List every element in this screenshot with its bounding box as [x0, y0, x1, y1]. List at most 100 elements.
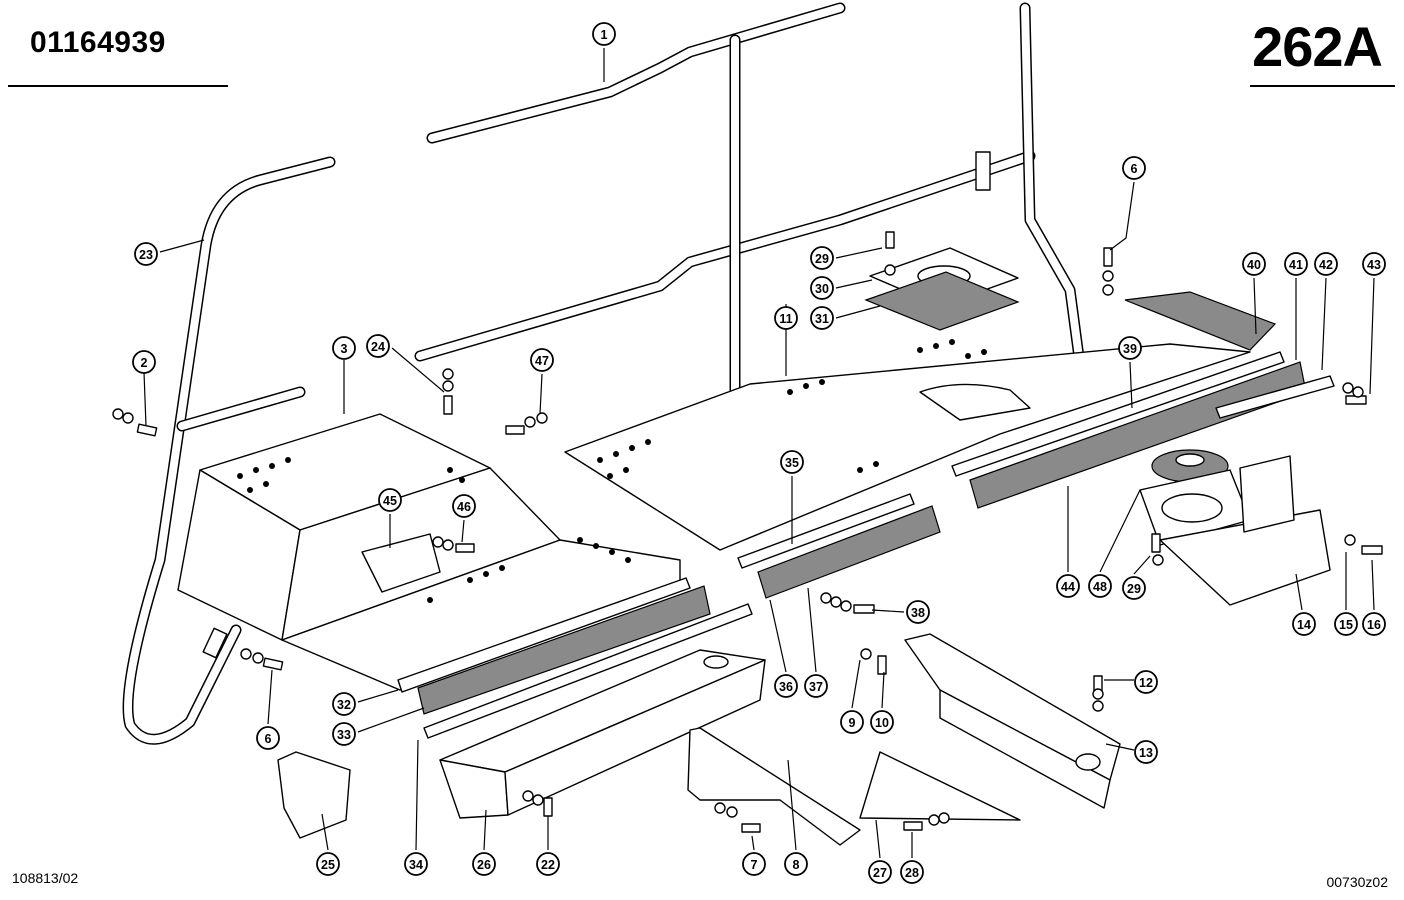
callout-8: 8 — [784, 852, 808, 876]
callout-circle — [530, 348, 554, 372]
callout-30: 30 — [810, 276, 834, 300]
callout-circle — [774, 306, 798, 330]
callout-circle — [810, 276, 834, 300]
callout-label: 29 — [815, 252, 829, 266]
callout-label: 10 — [875, 716, 889, 730]
callout-circle — [536, 852, 560, 876]
callout-37: 37 — [804, 674, 828, 698]
callout-42: 42 — [1314, 252, 1338, 276]
callout-16: 16 — [1362, 612, 1386, 636]
callout-39: 39 — [1118, 336, 1142, 360]
callout-label: 1 — [601, 28, 608, 42]
callout-circle — [1292, 612, 1316, 636]
callout-circle — [316, 852, 340, 876]
callout-circle — [378, 488, 402, 512]
callout-label: 39 — [1123, 342, 1137, 356]
callout-label: 32 — [337, 698, 351, 712]
callout-28: 28 — [900, 860, 924, 884]
callout-label: 38 — [911, 606, 925, 620]
callout-circle — [870, 710, 894, 734]
callout-label: 11 — [779, 312, 792, 326]
callout-label: 36 — [779, 680, 793, 694]
handle-tube — [122, 156, 336, 745]
callout-circle — [366, 334, 390, 358]
callout-label: 9 — [849, 716, 856, 730]
callout-25: 25 — [316, 852, 340, 876]
callout-35: 35 — [780, 450, 804, 474]
callout-circle — [1118, 336, 1142, 360]
callout-circle — [1242, 252, 1266, 276]
callout-circle — [1056, 574, 1080, 598]
callout-label: 40 — [1247, 258, 1261, 272]
callout-label: 12 — [1139, 676, 1153, 690]
callout-1: 1 — [592, 22, 616, 46]
callout-circle — [132, 350, 156, 374]
callout-31: 31 — [810, 306, 834, 330]
callout-label: 23 — [139, 248, 153, 262]
callout-circle — [1134, 740, 1158, 764]
hopper-holes — [237, 457, 631, 603]
callout-7: 7 — [742, 852, 766, 876]
callout-circle — [404, 852, 428, 876]
callout-label: 37 — [809, 680, 823, 694]
callout-36: 36 — [774, 674, 798, 698]
callout-22: 22 — [536, 852, 560, 876]
callout-24: 24 — [366, 334, 390, 358]
callout-circle — [332, 336, 356, 360]
callout-circle — [900, 860, 924, 884]
callout-label: 35 — [785, 456, 799, 470]
callout-circle — [1284, 252, 1308, 276]
triangle-plate — [859, 751, 1021, 821]
callout-circle — [1314, 252, 1338, 276]
callout-label: 25 — [321, 858, 335, 872]
callout-circle — [774, 674, 798, 698]
callout-13: 13 — [1134, 740, 1158, 764]
callout-circle — [1334, 612, 1358, 636]
callout-29: 29 — [1122, 576, 1146, 600]
callout-label: 7 — [751, 858, 758, 872]
callout-circle — [1134, 670, 1158, 694]
square-flange — [864, 247, 1020, 331]
callout-label: 30 — [815, 282, 829, 296]
callout-circle — [452, 494, 476, 518]
header-rule-right — [1250, 85, 1395, 87]
callout-circle — [784, 852, 808, 876]
callout-circle — [1122, 156, 1146, 180]
callout-circle — [1362, 612, 1386, 636]
callout-label: 44 — [1061, 580, 1075, 594]
callout-circle — [906, 600, 930, 624]
support-bracket — [277, 751, 351, 839]
callout-29: 29 — [810, 246, 834, 270]
callout-label: 15 — [1339, 618, 1353, 632]
callout-label: 27 — [873, 866, 887, 880]
callout-label: 22 — [541, 858, 555, 872]
callout-label: 26 — [477, 858, 491, 872]
callout-23: 23 — [134, 242, 158, 266]
callout-27: 27 — [868, 860, 892, 884]
callout-3: 3 — [332, 336, 356, 360]
scraper-rails — [397, 351, 1335, 739]
main-floor-plate — [564, 339, 1251, 551]
callout-label: 34 — [409, 858, 423, 872]
footer-right-code: 00730z02 — [1326, 874, 1388, 890]
rubber-strip-right — [1124, 291, 1277, 351]
callout-33: 33 — [332, 722, 356, 746]
callout-label: 42 — [1319, 258, 1333, 272]
callout-45: 45 — [378, 488, 402, 512]
callout-32: 32 — [332, 692, 356, 716]
header-rule-left — [8, 85, 228, 87]
callout-44: 44 — [1056, 574, 1080, 598]
callout-6: 6 — [1122, 156, 1146, 180]
lower-angle-bar — [439, 649, 766, 819]
callout-12: 12 — [1134, 670, 1158, 694]
callout-label: 31 — [815, 312, 829, 326]
callout-circle — [1362, 252, 1386, 276]
footer-left-code: 108813/02 — [12, 870, 79, 886]
callout-label: 14 — [1297, 618, 1311, 632]
fasteners — [112, 231, 1383, 833]
guard-rail-tube — [414, 2, 1088, 511]
callout-circle — [804, 674, 828, 698]
angle-beam — [904, 633, 1121, 809]
drawing-part-number: 01164939 — [30, 26, 166, 59]
